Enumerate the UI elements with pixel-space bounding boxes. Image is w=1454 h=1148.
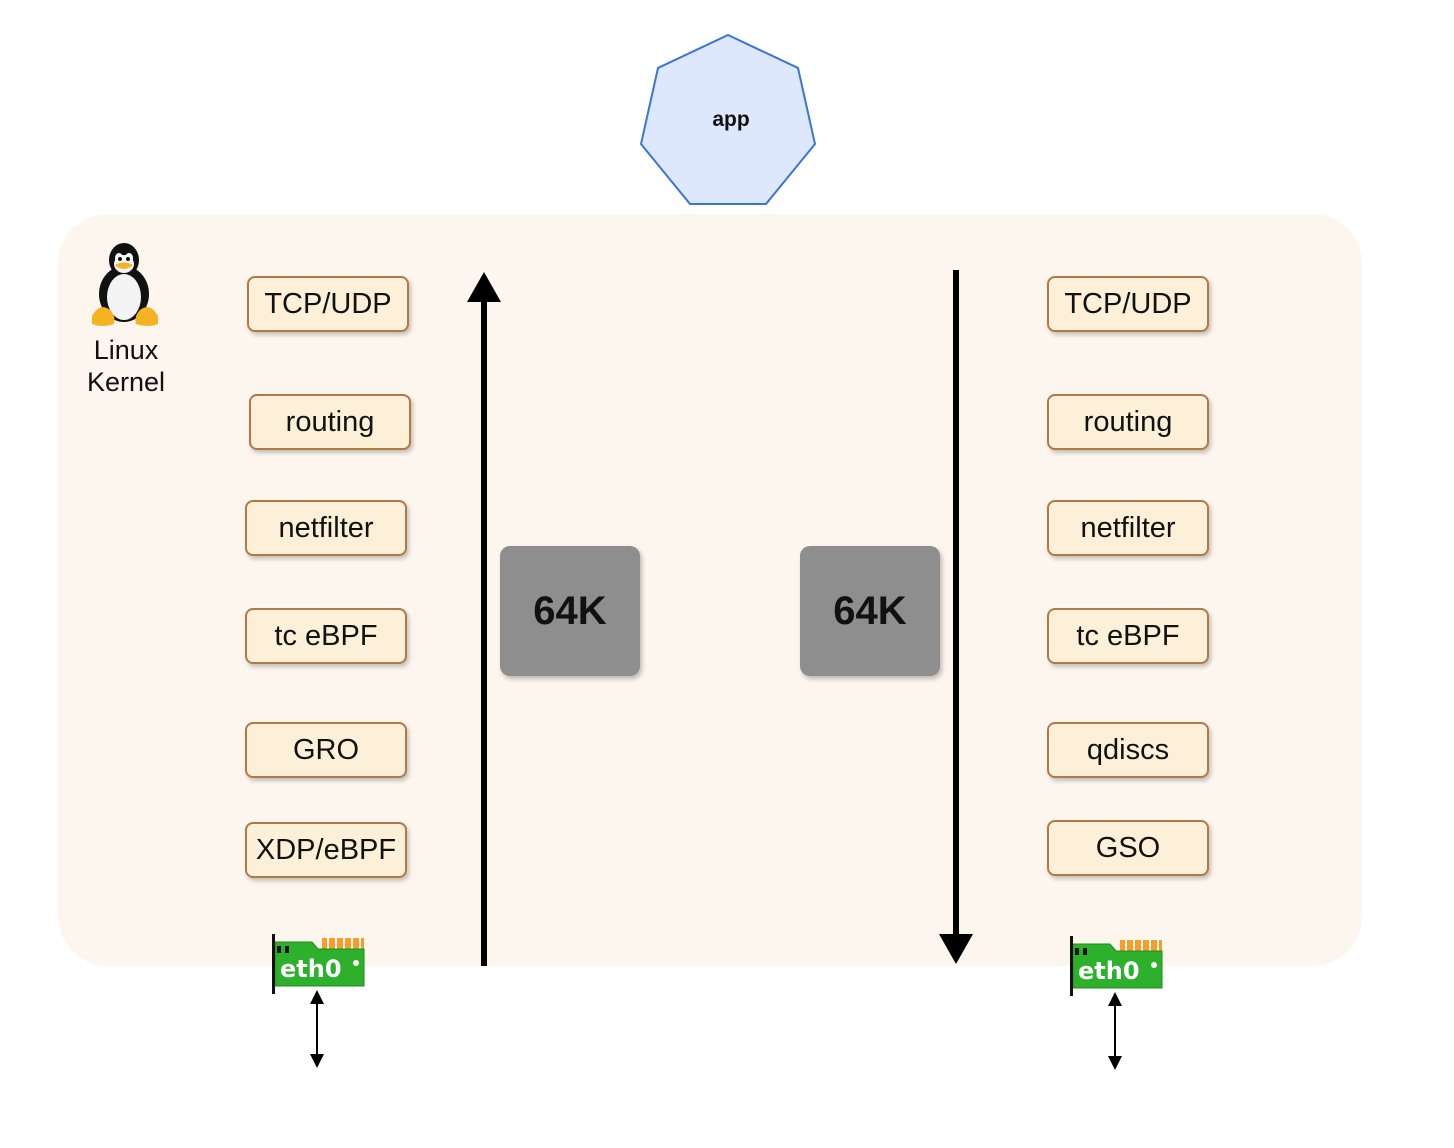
tx-stage-gso: GSO (1047, 820, 1209, 876)
tux-penguin-icon (92, 243, 158, 326)
rx-stage-routing: routing (249, 394, 411, 450)
rx-stage-tcp-udp: TCP/UDP (247, 276, 409, 332)
tx-stage-qdiscs: qdiscs (1047, 722, 1209, 778)
tx-stage-routing: routing (1047, 394, 1209, 450)
rx-nic-label: eth0 (280, 955, 342, 983)
tx-64k-block: 64K (800, 546, 940, 676)
kernel-label-line1: Linux (93, 335, 159, 365)
app-heptagon-shape (639, 33, 817, 205)
rx-nic-card-icon (272, 934, 365, 994)
tx-stage-tc-ebpf: tc eBPF (1047, 608, 1209, 664)
tx-stage-tcp-udp: TCP/UDP (1047, 276, 1209, 332)
rx-64k-block: 64K (500, 546, 640, 676)
rx-stage-netfilter: netfilter (245, 500, 407, 556)
tx-down-arrow (939, 270, 973, 964)
tx-nic-wire-arrow (1108, 992, 1122, 1070)
app-label: app (712, 108, 750, 131)
app-node (639, 33, 817, 205)
kernel-label: Linux Kernel (66, 334, 186, 398)
rx-stage-xdp-ebpf: XDP/eBPF (245, 822, 407, 878)
rx-stage-tc-ebpf: tc eBPF (245, 608, 407, 664)
rx-nic-wire-arrow (310, 990, 324, 1068)
rx-stage-gro: GRO (245, 722, 407, 778)
tx-nic-card-icon (1070, 936, 1163, 996)
kernel-label-line2: Kernel (86, 367, 166, 397)
tx-nic-label: eth0 (1078, 957, 1140, 985)
tx-stage-netfilter: netfilter (1047, 500, 1209, 556)
rx-up-arrow (467, 272, 501, 966)
